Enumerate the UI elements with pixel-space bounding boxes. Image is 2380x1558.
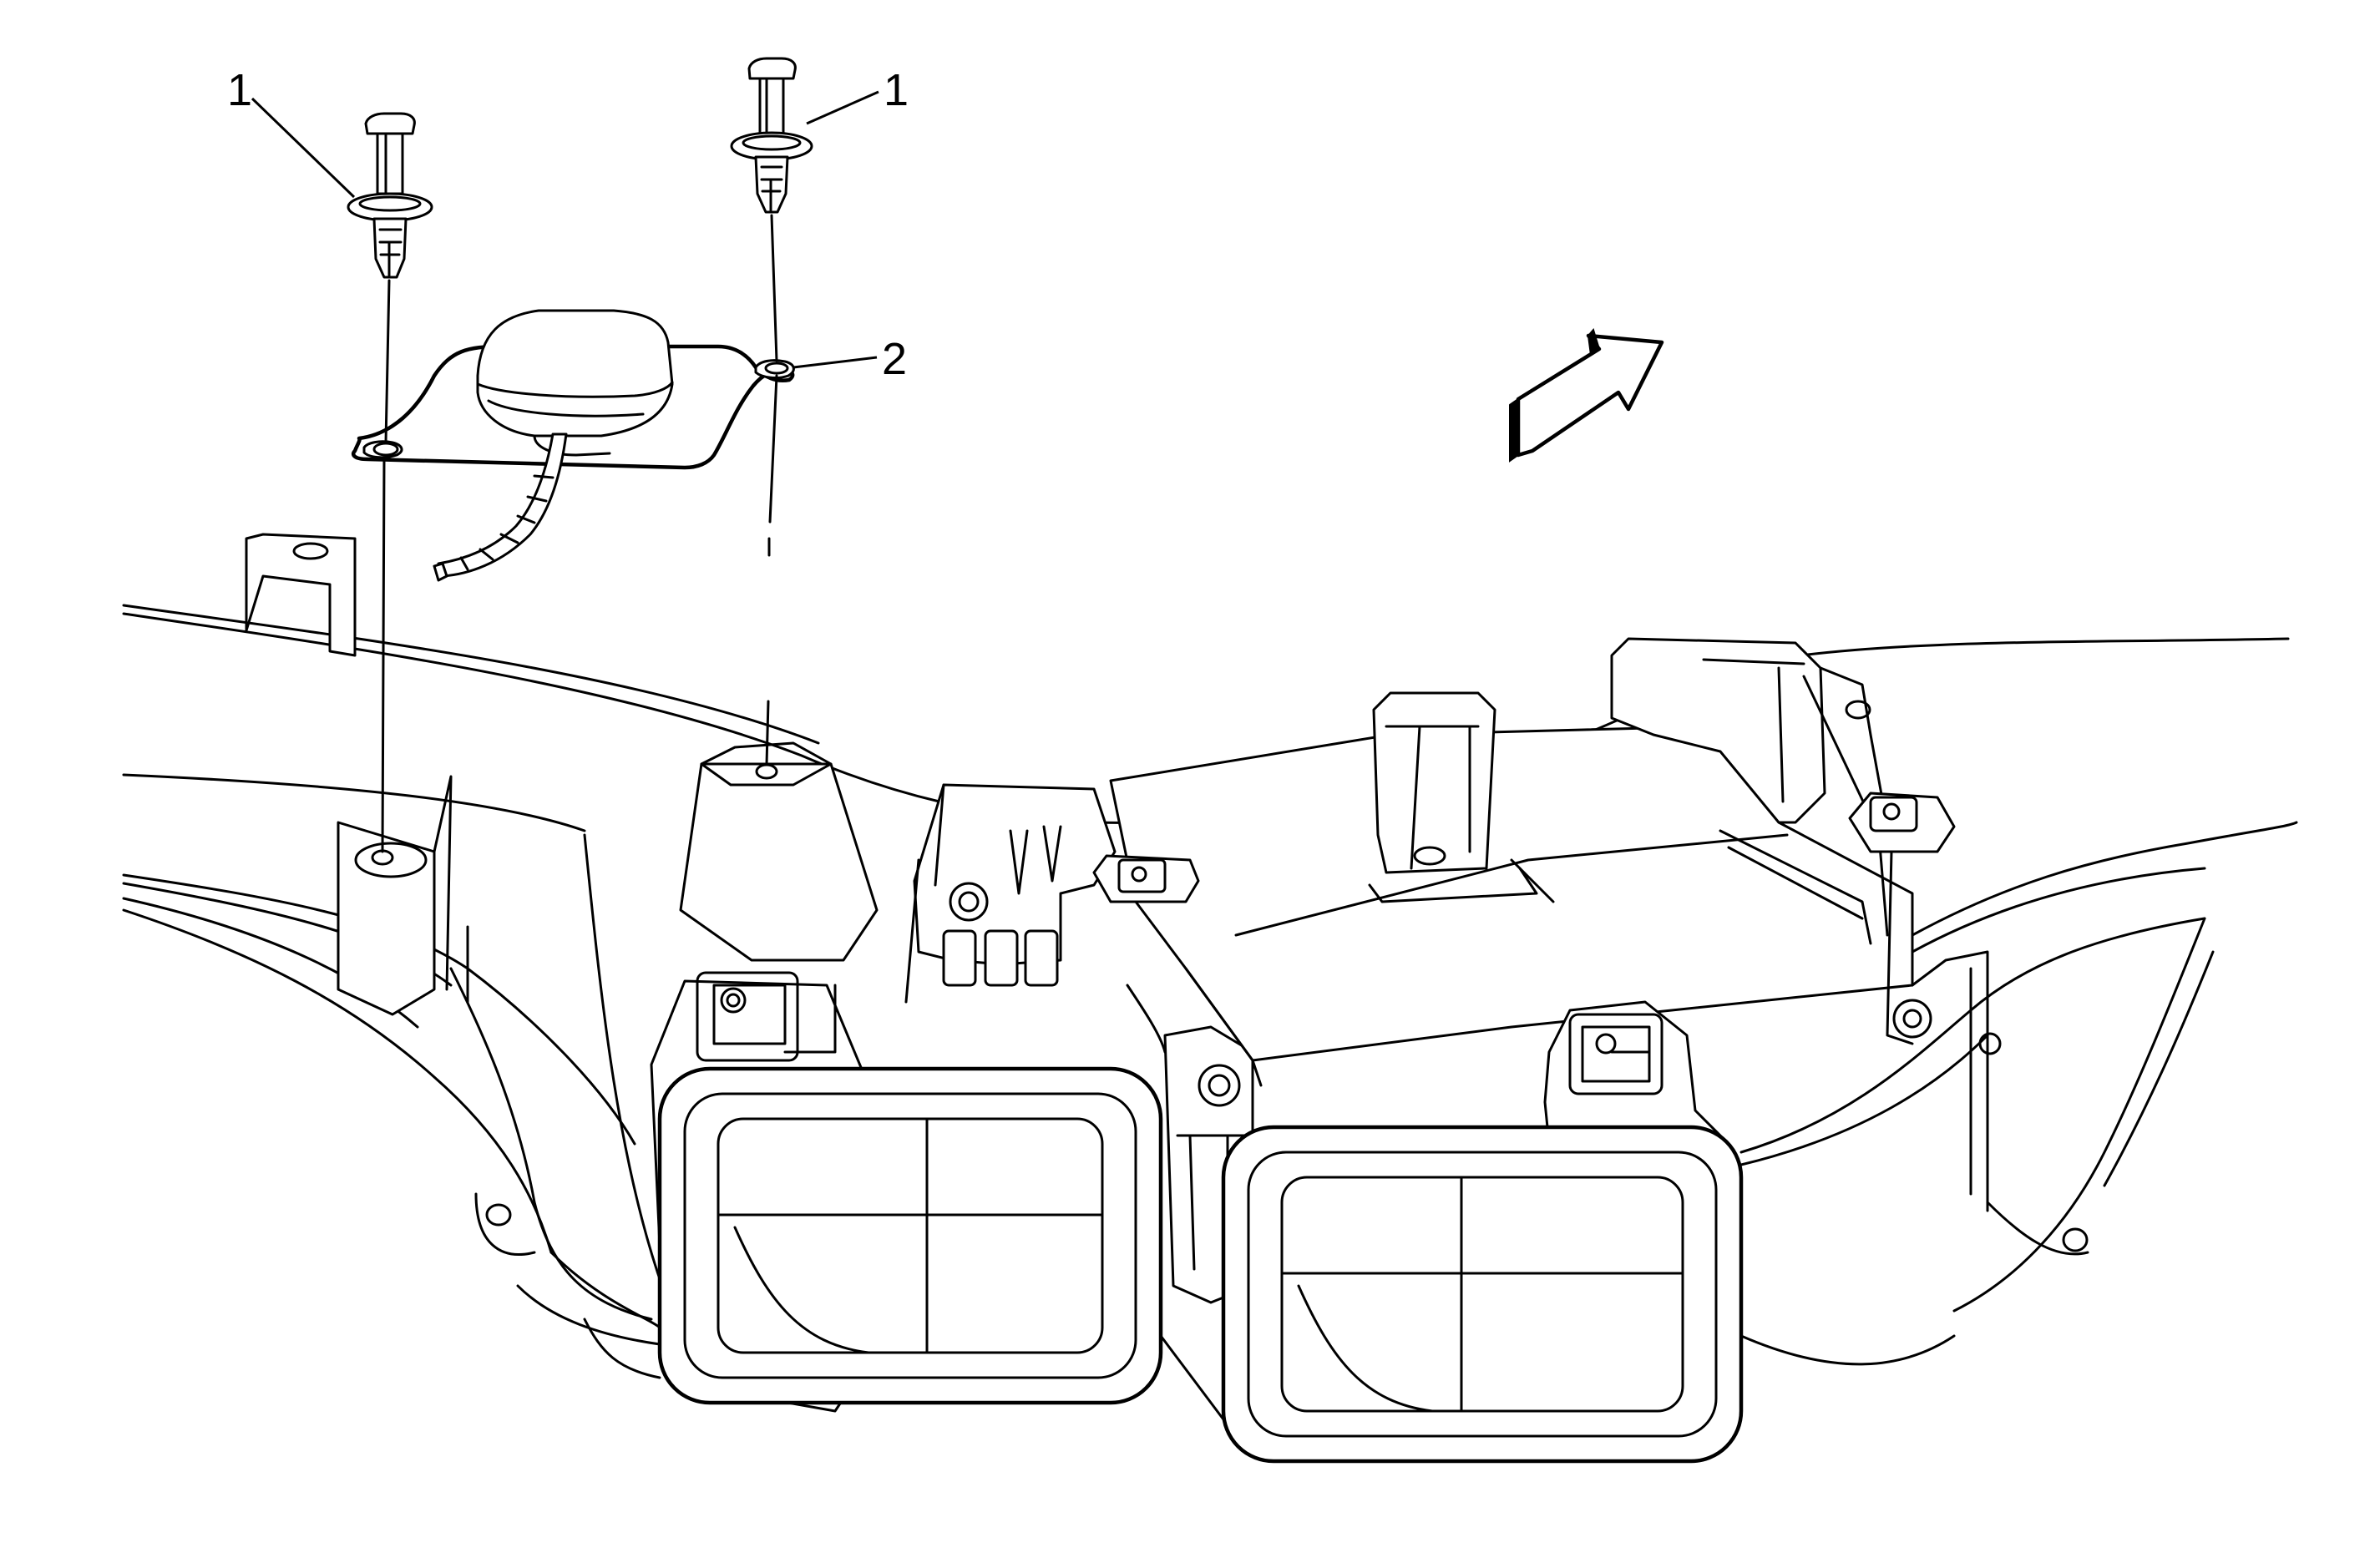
callout-1-right: 1: [806, 65, 909, 125]
push-pin-retainer-left: [347, 112, 433, 279]
push-pin-retainer-right: [730, 57, 813, 214]
antenna-module: [351, 309, 795, 582]
callout-2: 2: [792, 334, 907, 384]
alignment-lines: [381, 214, 778, 853]
callout-label: 1: [227, 65, 252, 115]
front-of-vehicle-arrow-icon: [1509, 327, 1664, 463]
callout-label: 2: [882, 334, 907, 384]
callout-1-left: 1: [227, 65, 356, 199]
callout-label: 1: [884, 65, 909, 115]
air-duct-assembly: [122, 533, 2298, 1464]
